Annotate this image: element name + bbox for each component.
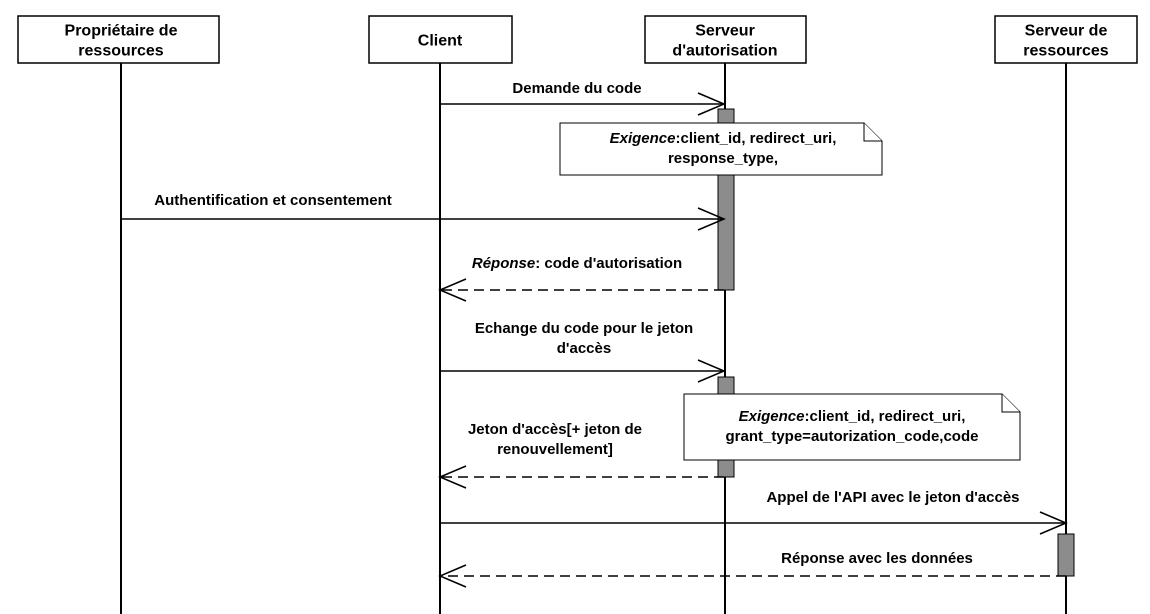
- client-box: [368, 15, 513, 64]
- resource-server-activation: [1057, 533, 1075, 577]
- message-authentification: Authentification et consentement: [121, 192, 726, 231]
- message-reponse-donnees: Réponse avec les données: [438, 550, 1066, 588]
- reponse-code-label: Réponse: code d'autorisation: [472, 255, 682, 272]
- resource-owner-label: Propriétaire de: [65, 23, 178, 40]
- participant-resource-server: Serveur de ressources: [994, 15, 1138, 64]
- message-reponse-code: Réponse: code d'autorisation: [438, 255, 724, 302]
- appel-api-label: Appel de l'API avec le jeton d'accès: [766, 489, 1019, 506]
- message-appel-api: Appel de l'API avec le jeton d'accès: [440, 489, 1068, 535]
- note-exigence-2: Exigence:client_id, redirect_uri,grant_t…: [683, 393, 1021, 461]
- authentification-arrowhead-icon: [697, 207, 726, 231]
- reponse-donnees-label: Réponse avec les données: [781, 550, 973, 567]
- exigence-2-box: [683, 393, 1021, 461]
- demande-code-arrowhead-icon: [697, 92, 726, 116]
- appel-api-arrowhead-icon: [1039, 511, 1068, 535]
- note-exigence-1: Exigence:client_id, redirect_uri,respons…: [559, 122, 883, 176]
- authentification-label: Authentification et consentement: [154, 192, 392, 209]
- resource-server-label: Serveur de: [1025, 23, 1108, 40]
- reponse-code-arrowhead-icon: [438, 278, 467, 302]
- participant-resource-owner: Propriétaire de ressources: [17, 15, 220, 64]
- client-label: Client: [418, 33, 463, 50]
- reponse-donnees-arrowhead-icon: [438, 564, 467, 588]
- auth-server-label: Serveur: [695, 23, 755, 40]
- demande-code-label: Demande du code: [512, 80, 641, 97]
- message-demande-code: Demande du code: [440, 80, 726, 116]
- exigence-2-text: Exigence:client_id, redirect_uri,grant_t…: [726, 408, 979, 445]
- exigence-2-fold: [1001, 394, 1020, 413]
- exigence-1-fold: [863, 123, 882, 142]
- resource-server-box: [994, 15, 1138, 64]
- participant-client: Client: [368, 15, 513, 64]
- exigence-1-text: Exigence:client_id, redirect_uri,respons…: [610, 130, 837, 167]
- auth-server-label: d'autorisation: [672, 43, 777, 60]
- echange-code-arrowhead-icon: [697, 359, 726, 383]
- participant-auth-server: Serveur d'autorisation: [644, 15, 807, 64]
- exigence-1-box: [559, 122, 883, 176]
- resource-server-label: ressources: [1023, 43, 1108, 60]
- auth-server-box: [644, 15, 807, 64]
- jeton-acces-arrowhead-icon: [438, 465, 467, 489]
- resource-owner-box: [17, 15, 220, 64]
- resource-owner-label: ressources: [78, 43, 163, 60]
